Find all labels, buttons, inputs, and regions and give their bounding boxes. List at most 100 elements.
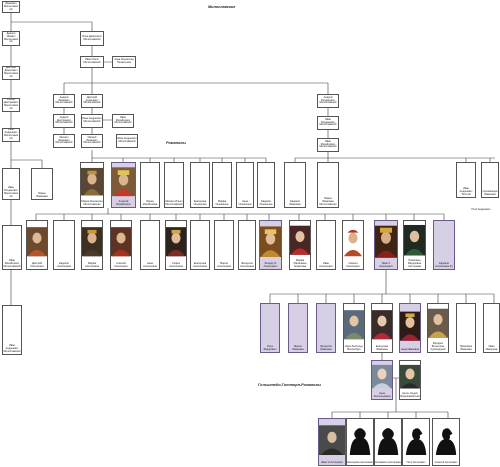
person-card[interactable]: Евдокия Алексеевна (II) — [433, 220, 455, 270]
person-card[interactable]: Соломонида Ивановна — [481, 162, 499, 198]
person-name: Петр Андреевич — [471, 207, 491, 211]
person-card-portrait[interactable]: Марфа Алексеевна — [81, 220, 103, 270]
person-card[interactable]: Марфа Ильинична — [212, 162, 232, 208]
person-card[interactable]: Феодосия Алексеевна — [238, 220, 256, 270]
person-card-portrait[interactable]: Симеон Алексеевич — [342, 220, 364, 270]
person-card[interactable]: Иван Андреевич Милославский — [81, 114, 103, 128]
person-card-silhouette[interactable]: Алексей Антонович — [432, 418, 460, 466]
person-card[interactable]: Екатерина Ильинична — [190, 162, 210, 208]
person-name: Иван Михайлович Милославский — [113, 115, 133, 127]
person-card-portrait[interactable]: Феодор III Алексеевич — [259, 220, 282, 270]
person-card-portrait[interactable]: Фридрих Вильгельм Курляндский — [427, 303, 449, 353]
person-name: Михаил Ильич Милославский — [165, 199, 183, 207]
person-card[interactable]: Анна Ильинична — [236, 162, 254, 208]
portrait-icon — [400, 304, 420, 348]
person-card[interactable]: Мария Алексеевна — [214, 220, 234, 270]
person-card[interactable]: Иван Ильич Милославский — [80, 56, 104, 68]
person-card[interactable]: Евдокия Ильинична — [257, 162, 275, 208]
person-card-portrait[interactable]: Алексей Михайлович — [111, 162, 136, 208]
person-name: Иван Богданович Милославский — [3, 185, 19, 199]
person-name: Иван Алексеевич — [317, 262, 335, 269]
person-card[interactable]: Дмитрий Данилович Милославский — [2, 66, 20, 80]
person-card-portrait[interactable]: Карл Леопольд Мекленбург — [343, 303, 365, 353]
person-card[interactable]: Иван Алексеевич — [316, 220, 336, 270]
person-card[interactable]: Илья Фёдорович — [260, 303, 280, 353]
person-card[interactable]: Матвей Иванович Милославский — [81, 134, 103, 148]
person-card[interactable]: Мария Ивановна — [288, 303, 308, 353]
person-name: Евдокия Алексеевна (II) — [434, 261, 454, 269]
person-card-portrait[interactable]: Дмитрий Алексеевич — [26, 220, 48, 270]
person-card-silhouette[interactable]: Петр Антонович — [402, 418, 430, 466]
person-card[interactable]: Михаил Ильич Милославский — [164, 162, 184, 208]
portrait-icon — [372, 361, 392, 392]
person-name: Евдокия Ивановна — [285, 200, 305, 207]
person-name: Алексей Алексеевич — [111, 262, 131, 269]
person-card[interactable]: Андрей Богданович Милославский — [317, 94, 339, 108]
person-name: Евдокия Алексеевна — [54, 262, 74, 269]
person-name: Андрей Иванович Милославский — [54, 95, 74, 107]
person-name: Марья Ивановна Милославская — [318, 196, 338, 207]
person-card[interactable]: Григорий Иванович Милославский — [2, 1, 20, 13]
person-card[interactable]: Евдокия Ивановна — [284, 162, 306, 208]
portrait-icon — [375, 221, 397, 262]
person-name: Прасковья Ивановна — [457, 345, 475, 352]
person-card[interactable]: Данило Ивович Милославский — [2, 31, 20, 46]
person-card[interactable]: Иван Богданович Милославский — [317, 116, 339, 130]
portrait-icon — [82, 221, 102, 262]
person-card-portrait[interactable]: Марфа Матвеевна Апраксина — [289, 220, 311, 270]
person-name: Иван Михайлович Милославский — [318, 139, 338, 151]
person-card[interactable]: Илья Данилович Милославский — [80, 31, 104, 46]
person-card[interactable]: Иван Андреевич Толстой — [456, 162, 476, 198]
person-card[interactable]: Иван Андреевич Милославский — [2, 128, 20, 142]
portrait-icon — [400, 361, 420, 392]
person-card[interactable]: Ирина Михайловна — [140, 162, 160, 208]
person-card[interactable]: Петр Андреевич — [470, 205, 492, 215]
person-card[interactable]: Андрей Иванович Милославский — [53, 94, 75, 108]
section-title-holstein: Гольштейн-Готторп-Романовы — [258, 383, 322, 387]
person-card-portrait[interactable]: Мария Ильинична Милославская — [80, 162, 104, 208]
portrait-icon — [290, 221, 310, 260]
person-card[interactable]: Иосиф Дмитриевич Милославский — [2, 98, 20, 112]
person-card-portrait[interactable]: Анна Леопольдовна — [371, 360, 393, 400]
person-card[interactable]: Анна Ильинична Ненастьева — [112, 56, 136, 68]
person-card[interactable]: Иван Михайлович Милославский — [2, 225, 22, 270]
person-card[interactable]: Иван Михайлович Милославский — [317, 138, 339, 152]
person-card-portrait[interactable]: Иван VI Антонович — [318, 418, 346, 466]
person-card-portrait[interactable]: Софья Алексеевна — [165, 220, 187, 270]
person-card[interactable]: Андрей Дмитриевич Милославский — [53, 114, 75, 128]
person-card-portrait[interactable]: Алексей Алексеевич — [110, 220, 132, 270]
person-card[interactable]: Екатерина Алексеевна — [190, 220, 210, 270]
person-card-silhouette[interactable]: Елизавета Антоновна — [374, 418, 402, 466]
person-name: Иван Ивануш­ка — [484, 344, 499, 352]
silhouette-icon — [347, 419, 373, 461]
person-card[interactable]: Иван Андреевич Милославский — [2, 305, 22, 355]
person-card[interactable]: Прасковья Ивановна — [456, 303, 476, 353]
person-name: Прасковья Фёдоровна Салтыкова — [404, 259, 425, 269]
person-card[interactable]: Анна Алексеевна — [140, 220, 160, 270]
person-card[interactable]: Феодосия Ивановна — [316, 303, 336, 353]
person-name: Мария Алексеевна — [215, 262, 233, 269]
person-card[interactable]: Марья Ивановна Милославская — [317, 162, 339, 208]
person-name: Иван Богданович Милославский — [318, 117, 338, 129]
person-card[interactable]: Михаил Иванович Милославский — [53, 134, 75, 148]
person-card[interactable]: Евдокия Алексеевна — [53, 220, 75, 270]
person-card[interactable]: Иван Андреевич Милославский — [116, 134, 138, 148]
person-name: Анна Ильинична Ненастьева — [113, 57, 135, 67]
person-name: Марфа Матвеевна Апраксина — [290, 259, 310, 269]
person-name: Иван Андреевич Милославский — [3, 343, 21, 354]
person-card-portrait[interactable]: Екатерина Ивановна — [371, 303, 393, 353]
person-card[interactable]: Иван Ивануш­ка — [483, 303, 500, 353]
person-card-silhouette[interactable]: Екатерина Антоновна — [346, 418, 374, 466]
person-card-portrait[interactable]: Антон Ульрих Брауншвейгский — [399, 360, 421, 400]
person-card-portrait[interactable]: Анна Ивановна — [399, 303, 421, 353]
person-name: Дмитрий Данилович Милославский — [3, 66, 19, 79]
person-name: Софья Алексеевна — [166, 262, 186, 269]
person-card[interactable]: Иван Михайлович Милославский — [112, 114, 134, 128]
person-card[interactable]: Дмитрий Андреевич Милославский — [81, 94, 103, 108]
person-card[interactable]: Марья Ивановна — [31, 168, 53, 200]
person-card-portrait[interactable]: Прасковья Фёдоровна Салтыкова — [403, 220, 426, 270]
person-card-portrait[interactable]: Иван V Алексеевич — [374, 220, 398, 270]
person-card[interactable]: Иван Богданович Милославский — [2, 168, 20, 200]
person-name: Михаил Иванович Милославский — [54, 135, 74, 147]
